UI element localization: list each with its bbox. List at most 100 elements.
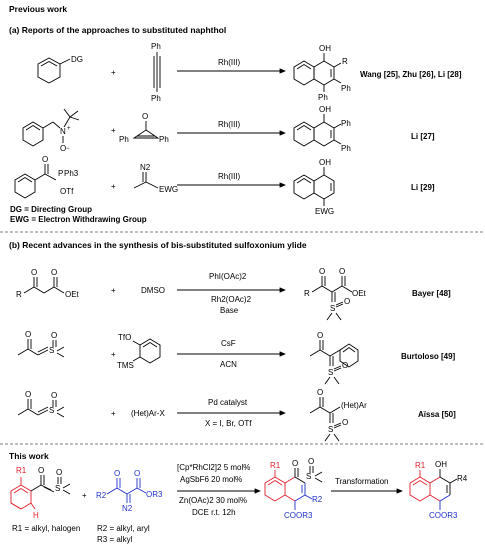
ph-top: Ph	[151, 42, 161, 51]
r-label: R	[342, 57, 348, 66]
svg-text:Li [29]: Li [29]	[411, 183, 435, 192]
svg-text:Rh(III): Rh(III)	[218, 120, 241, 129]
section-b-title: (b) Recent advances in the synthesis of …	[9, 240, 307, 250]
svg-text:ACN: ACN	[220, 360, 237, 369]
tw-sm1: R1 H O S O R1 = alkyl, halogen	[10, 466, 80, 533]
svg-text:O: O	[142, 112, 148, 121]
svg-text:O: O	[339, 267, 345, 276]
svg-text:N2: N2	[122, 504, 133, 513]
svg-text:Ph: Ph	[119, 135, 129, 144]
svg-text:O: O	[42, 155, 48, 164]
tw-plus: +	[82, 491, 87, 500]
catalyst-label: Rh(III)	[218, 58, 241, 67]
svg-text:S: S	[328, 425, 333, 434]
svg-text:Bayer [48]: Bayer [48]	[412, 289, 451, 298]
svg-text:CsF: CsF	[221, 339, 236, 348]
svg-text:+: +	[67, 126, 71, 132]
svg-text:+: +	[111, 182, 116, 191]
svg-text:O: O	[134, 469, 140, 478]
ph-bottom: Ph	[151, 94, 161, 103]
legend-ewg: EWG = Electron Withdrawing Group	[10, 215, 147, 224]
r1-note: R1 = alkyl, halogen	[12, 524, 80, 533]
plus-sign: +	[111, 68, 116, 77]
svg-text:R1: R1	[415, 461, 426, 470]
svg-text:EWG: EWG	[315, 207, 334, 216]
svg-text:S: S	[306, 472, 311, 481]
svg-text:R1: R1	[16, 466, 27, 475]
svg-text:OEt: OEt	[65, 290, 80, 299]
svg-text:Rh2(OAc)2: Rh2(OAc)2	[211, 295, 252, 304]
benzene-ring	[37, 57, 61, 84]
cond-solvent: DCE r.t. 12h	[192, 508, 236, 517]
svg-text:R2: R2	[96, 491, 107, 500]
cond-zinc: Zn(OAc)2 30 mol%	[179, 496, 247, 505]
svg-text:O: O	[317, 388, 323, 397]
svg-text:O: O	[319, 267, 325, 276]
a-rxn3: O P Ph3 OTf + N2 EWG Rh(III) OH EWG Li […	[14, 155, 435, 216]
svg-text:X = I, Br, OTf: X = I, Br, OTf	[205, 419, 252, 428]
svg-text:R4: R4	[457, 474, 468, 483]
nitrone-n: N	[60, 127, 66, 136]
svg-text:COOR3: COOR3	[429, 511, 458, 520]
svg-text:Ph: Ph	[341, 119, 351, 128]
svg-text:O: O	[38, 466, 44, 475]
transformation-label: Transformation	[335, 477, 389, 486]
svg-text:+: +	[111, 126, 116, 135]
svg-text:S: S	[49, 346, 54, 355]
svg-text:Burtoloso [49]: Burtoloso [49]	[401, 352, 456, 361]
previous-work-heading: Previous work	[9, 4, 67, 14]
svg-text:TMS: TMS	[117, 361, 134, 370]
svg-text:OH: OH	[319, 158, 331, 167]
svg-text:Ph: Ph	[341, 144, 351, 153]
svg-text:Base: Base	[220, 306, 239, 315]
hetar-reagent: (Het)Ar-X	[131, 409, 165, 418]
svg-text:Li [27]: Li [27]	[411, 132, 435, 141]
cond-additive: AgSbF6 20 mol%	[180, 475, 242, 484]
svg-text:S: S	[328, 368, 333, 377]
b-rxn1: O O R OEt + DMSO PhI(OAc)2 Rh2(OAc)2 Bas…	[16, 267, 451, 321]
svg-text:Aïssa [50]: Aïssa [50]	[418, 410, 456, 419]
r2-note: R2 = alkyl, aryl	[97, 524, 150, 533]
svg-text:OR3: OR3	[146, 490, 163, 499]
svg-text:+: +	[111, 286, 116, 295]
dg-label: DG	[71, 55, 83, 64]
svg-text:Ph: Ph	[159, 135, 169, 144]
svg-text:O: O	[317, 331, 323, 340]
svg-text:O: O	[51, 268, 57, 277]
svg-text:O: O	[342, 418, 348, 427]
oh-label: OH	[319, 44, 331, 53]
svg-text:H: H	[33, 511, 39, 520]
svg-text:Ph3: Ph3	[64, 169, 79, 178]
section-a-title: (a) Reports of the approaches to substit…	[9, 25, 226, 35]
svg-text:Ph: Ph	[318, 93, 328, 102]
a-rxn1: DG + Ph Ph Rh(III) OH R Ph Ph Wang [25],…	[37, 42, 462, 103]
svg-text:O: O	[25, 390, 31, 399]
svg-text:O: O	[25, 330, 31, 339]
svg-text:R: R	[304, 289, 310, 298]
svg-text:TfO: TfO	[118, 333, 131, 342]
svg-text:O: O	[292, 459, 298, 468]
svg-text:S: S	[330, 304, 335, 313]
svg-text:PhI(OAc)2: PhI(OAc)2	[209, 272, 247, 281]
svg-text:O: O	[56, 468, 62, 477]
dmso-label: DMSO	[141, 286, 165, 295]
svg-text:R1: R1	[270, 461, 281, 470]
svg-text:O: O	[344, 297, 350, 306]
legend-dg: DG = Directing Group	[10, 205, 92, 214]
b-rxn2: O S O + TfO TMS CsF ACN O S O B	[17, 330, 456, 385]
cond-catalyst: [Cp*RhCl2]2 5 mol%	[177, 463, 250, 472]
tw-sm2: R2 O O OR3 N2 R2 = alkyl, aryl R3 = alky…	[96, 469, 163, 544]
svg-text:COOR3: COOR3	[284, 511, 313, 520]
svg-text:Rh(III): Rh(III)	[218, 172, 241, 181]
svg-text:O: O	[114, 469, 120, 478]
svg-text:O: O	[31, 268, 37, 277]
svg-text:EWG: EWG	[159, 185, 178, 194]
svg-text:P: P	[58, 169, 63, 178]
svg-text:R: R	[16, 290, 22, 299]
svg-text:Pd catalyst: Pd catalyst	[208, 398, 248, 407]
svg-text:−: −	[66, 146, 70, 152]
svg-text:Ph: Ph	[341, 84, 351, 93]
svg-text:O: O	[342, 361, 348, 370]
svg-text:R2: R2	[312, 495, 323, 504]
